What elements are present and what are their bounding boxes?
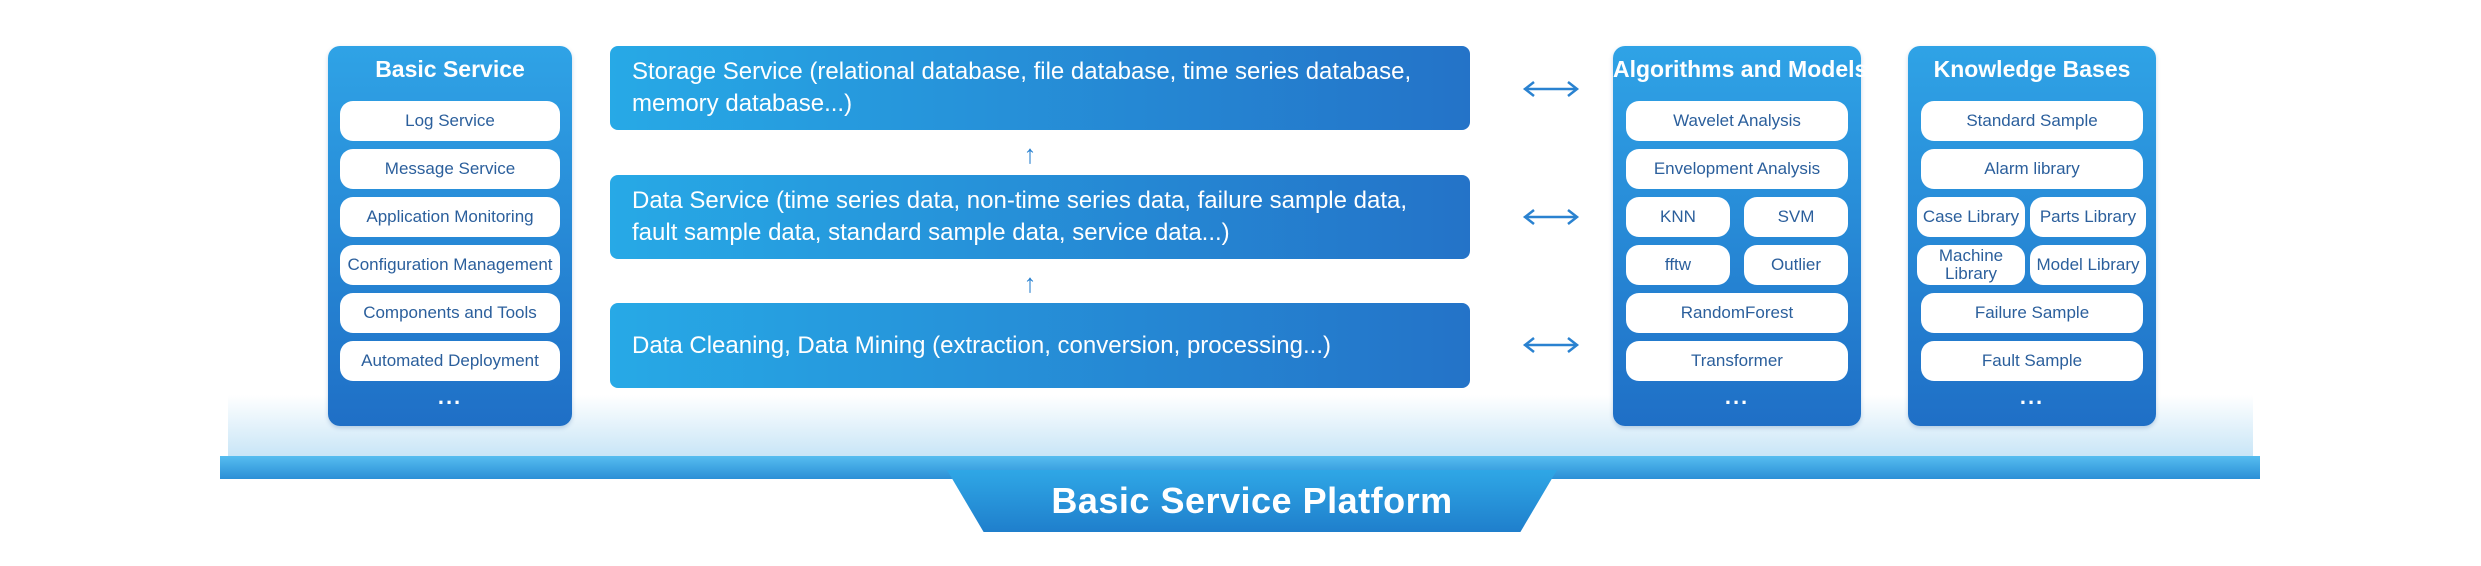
basic-service-title: Basic Service: [375, 56, 525, 82]
basic-service-more: ...: [437, 384, 463, 409]
knowledge-title: Knowledge Bases: [1933, 56, 2131, 82]
knowledge-panel: Knowledge Bases Standard Sample Alarm li…: [1908, 46, 2156, 426]
algorithm-item: SVM: [1744, 197, 1848, 237]
basic-service-panel: Basic Service Log Service Message Servic…: [328, 46, 572, 426]
basic-service-item: Message Service: [340, 149, 560, 189]
basic-service-item: Log Service: [340, 101, 560, 141]
up-arrow-icon: ↑: [1023, 139, 1037, 169]
knowledge-item: Parts Library: [2030, 197, 2146, 237]
knowledge-item: Failure Sample: [1921, 293, 2143, 333]
knowledge-more: ...: [2019, 384, 2045, 409]
knowledge-item: Alarm library: [1921, 149, 2143, 189]
storage-service-box: Storage Service (relational database, fi…: [610, 46, 1470, 130]
algorithm-item: KNN: [1626, 197, 1730, 237]
storage-service-text: Storage Service (relational database, fi…: [632, 58, 1412, 117]
basic-service-item: Components and Tools: [340, 293, 560, 333]
knowledge-item: Model Library: [2030, 245, 2146, 285]
algorithm-item: Outlier: [1744, 245, 1848, 285]
algorithm-item: Wavelet Analysis: [1626, 101, 1848, 141]
data-service-text: Data Service (time series data, non-time…: [632, 187, 1408, 246]
knowledge-item: Standard Sample: [1921, 101, 2143, 141]
algorithm-item: Envelopment Analysis: [1626, 149, 1848, 189]
algorithm-item: fftw: [1626, 245, 1730, 285]
data-cleaning-box: Data Cleaning, Data Mining (extraction, …: [610, 303, 1470, 388]
basic-service-item: Application Monitoring: [340, 197, 560, 237]
double-arrow-icon: [1522, 81, 1580, 97]
knowledge-item: Machine Library: [1917, 245, 2025, 285]
algorithm-item: Transformer: [1626, 341, 1848, 381]
data-cleaning-text: Data Cleaning, Data Mining (extraction, …: [632, 331, 1331, 359]
platform-tab: Basic Service Platform: [947, 470, 1557, 532]
algorithms-more: ...: [1724, 384, 1750, 409]
algorithms-panel: Algorithms and Models Wavelet Analysis E…: [1613, 46, 1868, 426]
platform-label: Basic Service Platform: [1051, 480, 1453, 521]
knowledge-item: Case Library: [1917, 197, 2025, 237]
algorithms-title: Algorithms and Models: [1613, 56, 1868, 82]
algorithm-item: RandomForest: [1626, 293, 1848, 333]
knowledge-item: Fault Sample: [1921, 341, 2143, 381]
double-arrow-icon: [1522, 209, 1580, 225]
up-arrow-icon: ↑: [1023, 268, 1037, 298]
data-service-box: Data Service (time series data, non-time…: [610, 175, 1470, 259]
basic-service-item: Automated Deployment: [340, 341, 560, 381]
double-arrow-icon: [1522, 337, 1580, 353]
basic-service-item: Configuration Management: [340, 245, 560, 285]
platform-bar: [220, 456, 2260, 479]
